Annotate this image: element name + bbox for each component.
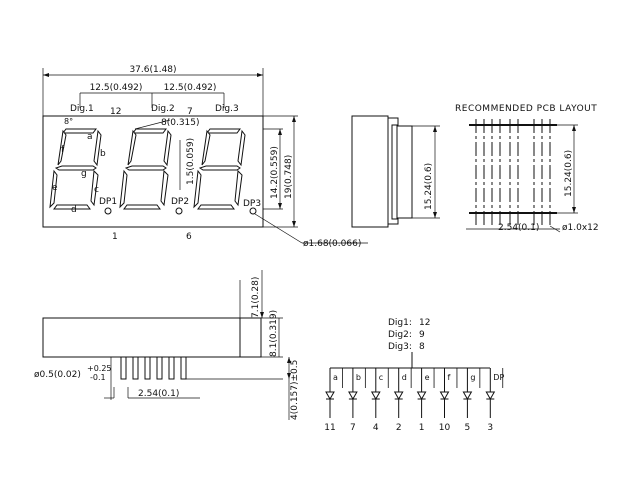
- digit-2: [119, 128, 172, 210]
- internal-circuit: Dig1: 12 Dig2: 9 Dig3: 8 a 11 b 7 c 4 d 2 e 1 f 10 g…: [324, 318, 504, 433]
- tol-plus-label: +0.25: [87, 364, 112, 373]
- dig2-label: Dig.2: [151, 104, 175, 114]
- lead-len-label: 4(0.157)±0.5: [290, 360, 300, 420]
- circuit-segment-label: a: [333, 373, 338, 382]
- circuit-pin-label: 3: [487, 423, 493, 433]
- pcb-layout: RECOMMENDED PCB LAYOUT 15.24(0.6) 2.54(0…: [455, 104, 599, 233]
- slant-label: 8°: [64, 117, 73, 126]
- dig2-pin-value: 9: [419, 330, 425, 340]
- bottom-pitch-label: 2.54(0.1): [138, 389, 179, 399]
- dp1-dot: [104, 207, 112, 215]
- circuit-pin-label: 2: [396, 423, 402, 433]
- dig2-pin-label: Dig2:: [388, 330, 412, 340]
- seg-d-label: d: [71, 205, 77, 215]
- dig3-label: Dig.3: [215, 104, 239, 114]
- circuit-pin-label: 4: [373, 423, 379, 433]
- bottom-view: 2.54(0.1) ø0.5(0.02) +0.25 -0.1 7.1(0.28…: [34, 270, 300, 420]
- pcb-row-label: 15.24(0.6): [564, 150, 574, 197]
- digit-3: [193, 128, 246, 210]
- circuit-segment-label: e: [425, 373, 430, 382]
- pcb-title: RECOMMENDED PCB LAYOUT: [455, 104, 597, 114]
- led-diode-icon: [348, 391, 358, 401]
- overall-width-label: 37.6(1.48): [129, 65, 176, 75]
- seg-a-label: a: [87, 132, 93, 142]
- side-width-label: 15.24(0.6): [424, 163, 434, 210]
- led-diode-icon: [416, 391, 427, 401]
- h-outer-label: 19(0.748): [284, 155, 294, 199]
- segment-d: [53, 204, 91, 210]
- dp2-label: DP2: [171, 197, 189, 207]
- led-diode-icon: [325, 391, 335, 401]
- circuit-pin-label: 5: [465, 423, 471, 433]
- h-body-label: 8.1(0.319): [269, 310, 279, 357]
- circuit-segment-label: c: [379, 373, 383, 382]
- leads: [120, 356, 187, 380]
- circuit-segment-label: DP: [493, 373, 504, 382]
- led-diode-icon: [393, 391, 404, 401]
- dig1-pin-label: Dig1:: [388, 318, 412, 328]
- lead-dia-label: ø0.5(0.02): [34, 370, 81, 380]
- seg-e-label: e: [52, 183, 58, 193]
- dp1-label: DP1: [99, 197, 117, 207]
- seg-width-label: 1.5(0.059): [186, 138, 196, 185]
- seg-b-label: b: [100, 149, 106, 159]
- segment-f: [57, 129, 67, 166]
- bottom-body: [42, 317, 241, 358]
- segment-e: [49, 169, 58, 209]
- led-diode-icon: [485, 391, 496, 401]
- pin1-label: 1: [112, 232, 118, 242]
- pin12-label: 12: [110, 107, 121, 117]
- segment-c: [90, 169, 99, 207]
- dig1-label: Dig.1: [70, 104, 94, 114]
- circuit-segment-label: g: [470, 373, 475, 382]
- digit-height-label: 8(0.315): [161, 118, 200, 128]
- seg-f-label: f: [61, 145, 65, 155]
- segment-b: [93, 129, 102, 167]
- pcb-pitch-label: 2.54(0.1): [498, 223, 539, 233]
- circuit-pin-label: 1: [419, 423, 425, 433]
- pin6-label: 6: [186, 232, 192, 242]
- circuit-segment-label: d: [402, 373, 407, 382]
- h-total-label: 7.1(0.28): [251, 277, 261, 318]
- seg-g-label: g: [81, 169, 87, 179]
- front-view: 37.6(1.48) 12.5(0.492) 12.5(0.492) Dig.1…: [42, 65, 368, 249]
- led-diode-icon: [462, 391, 473, 401]
- circuit-pin-label: 11: [324, 423, 335, 433]
- segment-g: [54, 165, 97, 171]
- display-body: [42, 115, 264, 228]
- dp3-label: DP3: [243, 199, 261, 209]
- circuit-pin-label: 10: [439, 423, 451, 433]
- pitch1-label: 12.5(0.492): [90, 83, 143, 93]
- led-diode-icon: [370, 391, 381, 401]
- side-body: [351, 115, 389, 228]
- led-diode-icon: [439, 391, 450, 401]
- tol-minus-label: -0.1: [90, 373, 106, 382]
- dig3-pin-value: 8: [419, 342, 425, 352]
- circuit-pin-label: 7: [350, 423, 356, 433]
- dig1-pin-value: 12: [419, 318, 430, 328]
- dp3-dot: [249, 207, 257, 215]
- dp-diameter-label: ø1.68(0.066): [303, 239, 361, 249]
- pin7-label: 7: [187, 107, 193, 117]
- side-view: 15.24(0.6): [351, 115, 440, 228]
- h-inner-label: 14.2(0.559): [270, 146, 280, 199]
- digit-1: [49, 128, 102, 210]
- seg-c-label: c: [94, 185, 99, 195]
- circuit-segment-label: b: [356, 373, 361, 382]
- pcb-hole-label: ø1.0x12: [562, 223, 599, 233]
- dp2-dot: [175, 207, 183, 215]
- circuit-segment-label: f: [448, 373, 451, 382]
- dig3-pin-label: Dig3:: [388, 342, 412, 352]
- pitch2-label: 12.5(0.492): [164, 83, 217, 93]
